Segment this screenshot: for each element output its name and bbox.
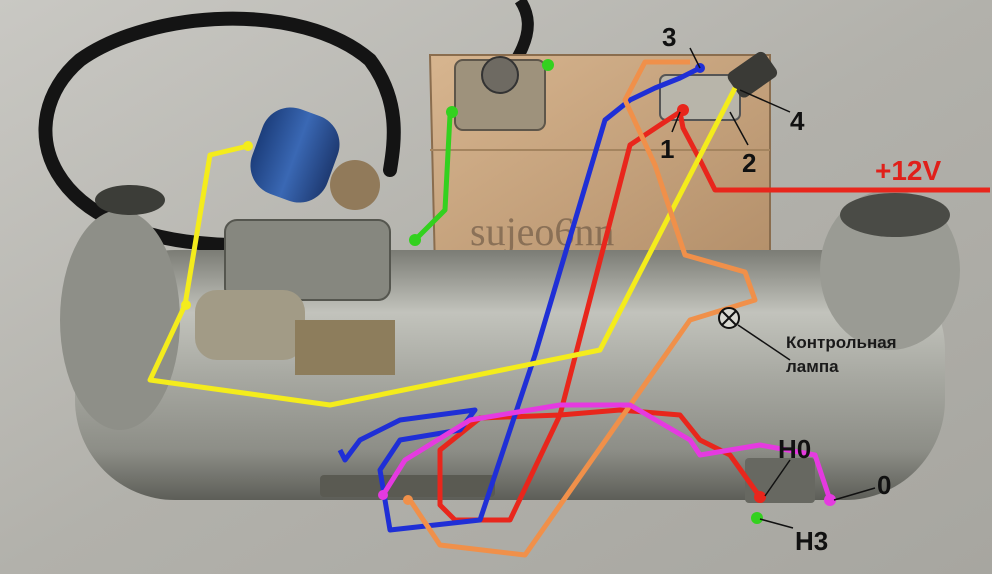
terminal-strip: [320, 475, 495, 497]
left-flange: [95, 185, 165, 215]
leader-4: [739, 89, 791, 113]
motor-housing: [195, 290, 305, 360]
switch-knob: [727, 51, 778, 98]
green-endpoint-top: [446, 106, 458, 118]
magenta-wire: [380, 402, 833, 501]
sensor-label-h0: Н0: [778, 434, 811, 464]
yellow-junction: [181, 300, 191, 310]
magenta-endpoint-strip: [378, 490, 388, 500]
mount-bracket: [295, 320, 395, 375]
ignition-coil: [250, 107, 340, 203]
orange-endpoint-strip: [403, 495, 413, 505]
lamp-label-line2: лампа: [786, 357, 839, 376]
leader-1: [671, 111, 681, 133]
terminal-label-1: 1: [660, 134, 674, 164]
leader-2: [729, 111, 749, 146]
yellow-wire: [147, 86, 738, 408]
leader-h0: [764, 459, 791, 497]
pump-assembly: [224, 219, 391, 301]
green-endpoint-h3: [751, 512, 763, 524]
lamp-label-line1: Контрольная: [786, 333, 897, 352]
blue-wire: [337, 65, 702, 533]
left-elbow: [60, 210, 180, 430]
orange-wire: [407, 59, 758, 558]
leader-h3: [759, 518, 794, 529]
red-wire: [437, 109, 990, 523]
lamp-leader: [737, 324, 791, 361]
terminal-label-3: 3: [662, 22, 676, 52]
right-flange: [840, 193, 950, 237]
control-lamp-icon: [718, 307, 740, 329]
box-print: sujeo6nn: [470, 209, 614, 254]
black-hose: [38, 11, 401, 252]
power-label: +12V: [875, 155, 941, 186]
leader-0: [833, 487, 876, 501]
yellow-endpoint: [243, 141, 253, 151]
magenta-endpoint-0: [824, 494, 836, 506]
fuel-valve: [330, 160, 380, 210]
leader-3: [689, 47, 701, 69]
sensor-label-h3: Н3: [795, 526, 828, 556]
green-endpoint-pump: [409, 234, 421, 246]
sensor-label-0: 0: [877, 470, 891, 500]
green-endpoint-switch: [542, 59, 554, 71]
terminal-label-2: 2: [742, 148, 756, 178]
red-endpoint-h0: [754, 491, 766, 503]
terminal-label-4: 4: [790, 106, 805, 136]
